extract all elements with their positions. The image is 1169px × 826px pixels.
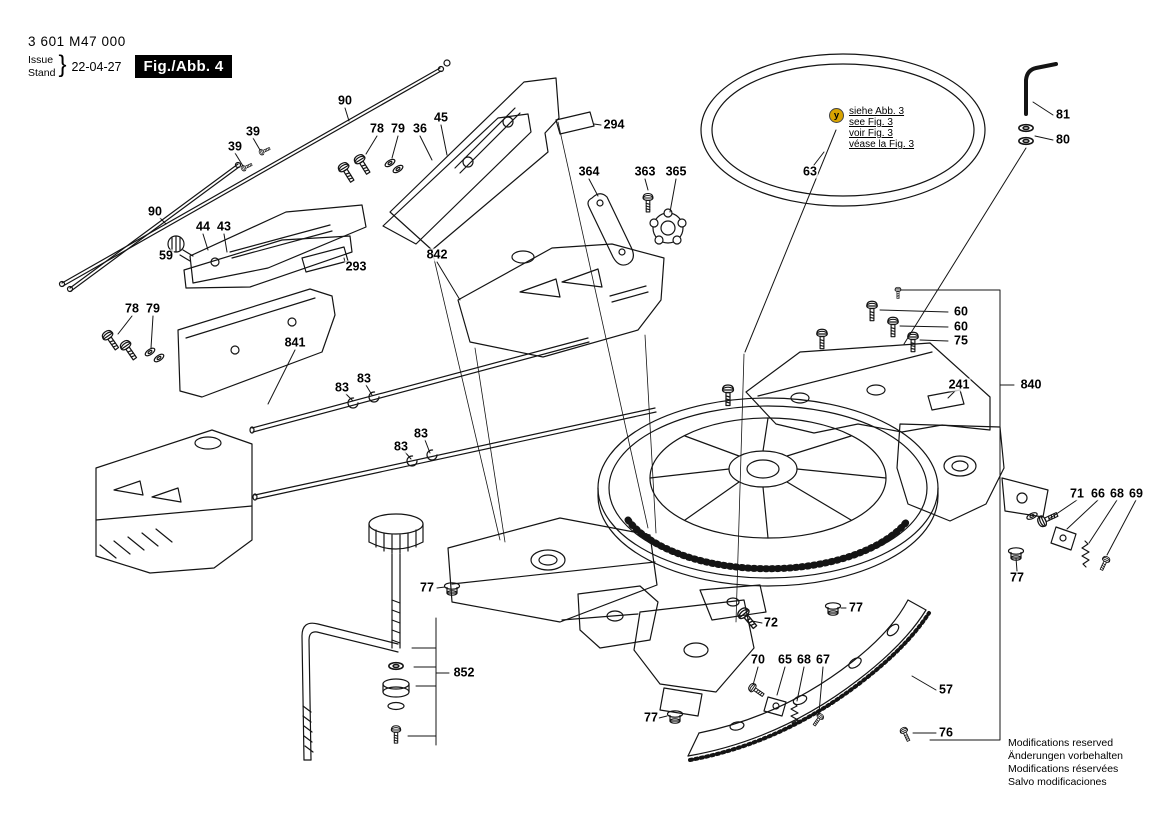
part-label-90: 90 — [147, 204, 163, 219]
part-label-39: 39 — [245, 124, 261, 139]
part-label-81: 81 — [1055, 107, 1071, 122]
note-line-de: siehe Abb. 3 — [849, 106, 905, 117]
part-label-60: 60 — [953, 319, 969, 334]
rods-with-rings-83 — [249, 337, 657, 501]
part-label-364: 364 — [577, 164, 601, 179]
screw-76 — [898, 725, 913, 743]
figure-label: Fig./Abb. 4 — [134, 55, 233, 78]
part-label-78: 78 — [124, 301, 140, 316]
part-number: 3 601 M47 000 — [28, 34, 126, 49]
screws-78-79-left — [100, 328, 166, 364]
reference-note: y siehe Abb. 3 see Fig. 3 voir Fig. 3 vé… — [829, 106, 914, 150]
part-label-79: 79 — [145, 301, 161, 316]
plate-841 — [177, 288, 336, 398]
detent-parts-70-65-68-67 — [746, 681, 826, 728]
part-label-80: 80 — [1055, 132, 1071, 147]
footer-line-fr: Modifications réservées — [1008, 763, 1119, 776]
knob-59 — [167, 235, 194, 262]
rod-90-group — [58, 59, 451, 293]
turntable — [597, 353, 939, 623]
title-block: 3 601 M47 000 Issue Stand } 22-04-27 Fig… — [28, 34, 233, 79]
part-label-363: 363 — [633, 164, 657, 179]
part-label-66: 66 — [1090, 486, 1106, 501]
leader-lines — [117, 101, 1137, 734]
part-label-76: 76 — [938, 725, 954, 740]
part-label-59: 59 — [158, 248, 174, 263]
footer-line-es: Salvo modificaciones — [1008, 776, 1107, 789]
part-label-77: 77 — [419, 580, 435, 595]
insert-plate-842 — [457, 243, 665, 358]
fence-plates-43-44 — [167, 204, 367, 289]
part-label-44: 44 — [195, 219, 211, 234]
part-label-68: 68 — [796, 652, 812, 667]
part-label-90: 90 — [337, 93, 353, 108]
fence-plates-36-45 — [382, 77, 595, 251]
part-label-840: 840 — [1019, 377, 1043, 392]
washers-80 — [1018, 123, 1034, 146]
note-line-en: see Fig. 3 — [849, 117, 893, 128]
part-label-43: 43 — [216, 219, 232, 234]
screws-78-79-top — [336, 152, 405, 185]
issue-label: Issue — [28, 54, 54, 67]
part-label-45: 45 — [433, 110, 449, 125]
base-840 — [447, 342, 1049, 717]
brace-glyph: } — [58, 51, 67, 78]
part-label-78: 78 — [369, 121, 385, 136]
footer-line-en: Modifications reserved — [1008, 737, 1114, 749]
part-label-365: 365 — [664, 164, 688, 179]
part-label-75: 75 — [953, 333, 969, 348]
part-label-842: 842 — [425, 247, 449, 262]
part-label-57: 57 — [938, 682, 954, 697]
part-label-70: 70 — [750, 652, 766, 667]
part-label-39: 39 — [227, 139, 243, 154]
part-label-293: 293 — [344, 259, 368, 274]
left-bracket — [95, 429, 253, 574]
part-label-83: 83 — [334, 380, 350, 395]
modifications-note: Modifications reserved Änderungen vorbeh… — [1008, 737, 1123, 789]
part-label-294: 294 — [602, 117, 626, 132]
screw-363 — [642, 192, 654, 213]
y-marker-icon: y — [829, 108, 844, 123]
part-label-72: 72 — [763, 615, 779, 630]
part-label-36: 36 — [412, 121, 428, 136]
flange-nuts-77 — [443, 547, 1025, 724]
note-line-fr: voir Fig. 3 — [849, 128, 893, 139]
part-label-65: 65 — [777, 652, 793, 667]
scale-segment-57 — [687, 599, 931, 762]
plate-294 — [555, 111, 595, 135]
part-label-69: 69 — [1128, 486, 1144, 501]
footer-line-de: Änderungen vorbehalten — [1008, 750, 1124, 763]
part-label-83: 83 — [393, 439, 409, 454]
part-label-852: 852 — [452, 665, 476, 680]
plate-241 — [927, 389, 965, 411]
part-label-79: 79 — [390, 121, 406, 136]
part-label-77: 77 — [848, 600, 864, 615]
part-label-71: 71 — [1069, 486, 1085, 501]
part-label-63: 63 — [802, 164, 818, 179]
ring-63 — [700, 53, 986, 207]
group-brackets — [407, 289, 1015, 746]
latch-parts-71-66-68-69 — [1025, 508, 1112, 572]
part-label-77: 77 — [643, 710, 659, 725]
allen-key-81 — [1024, 62, 1058, 116]
handle-852 — [301, 513, 424, 761]
issue-date: 22-04-27 — [71, 59, 122, 74]
part-label-60: 60 — [953, 304, 969, 319]
part-label-67: 67 — [815, 652, 831, 667]
part-label-68: 68 — [1109, 486, 1125, 501]
stand-label: Stand — [28, 66, 56, 79]
part-label-83: 83 — [356, 371, 372, 386]
part-label-83: 83 — [413, 426, 429, 441]
part-label-841: 841 — [283, 335, 307, 350]
bracket-364 — [587, 193, 634, 266]
note-line-es: véase la Fig. 3 — [849, 139, 915, 150]
part-label-77: 77 — [1009, 570, 1025, 585]
part-label-241: 241 — [947, 377, 971, 392]
star-knob-365 — [649, 208, 687, 245]
